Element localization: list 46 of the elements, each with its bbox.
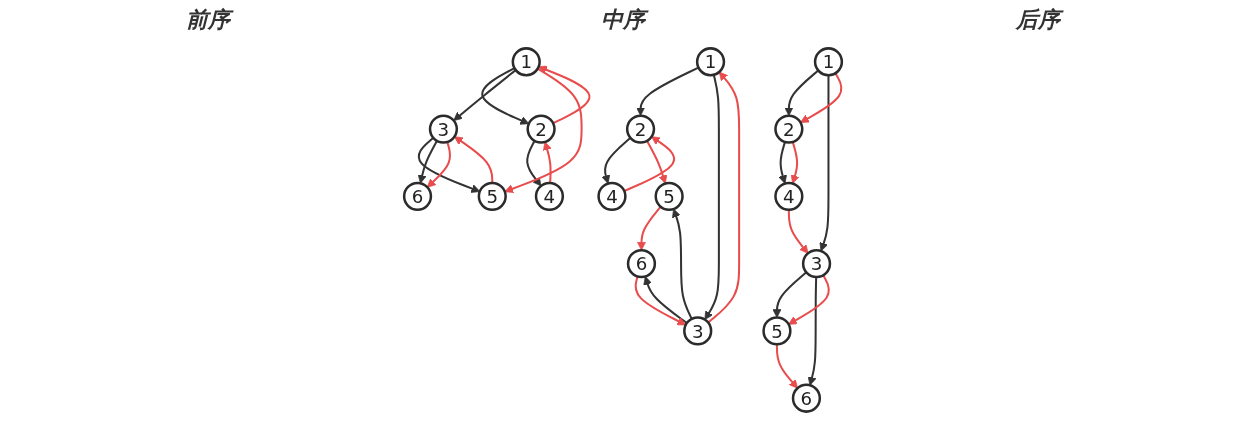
arrow	[601, 137, 632, 184]
node-circle: 6	[791, 383, 822, 413]
node-circle: 5	[654, 181, 684, 211]
arrow	[481, 67, 530, 125]
arrow	[543, 141, 552, 184]
arrow	[646, 140, 668, 184]
node-circle: 6	[626, 249, 657, 279]
arrow	[775, 344, 798, 389]
arrow	[672, 208, 693, 320]
node-circle: 5	[762, 316, 792, 346]
arrow	[538, 65, 591, 125]
arrow	[778, 141, 787, 184]
arrow	[637, 206, 662, 251]
node-circle: 5	[477, 181, 507, 211]
arrow	[454, 136, 494, 183]
arrow	[417, 137, 481, 193]
arrow	[504, 67, 583, 193]
node-circle: 4	[774, 181, 804, 211]
arrow	[453, 69, 517, 121]
arrow	[819, 75, 830, 252]
arrow	[707, 71, 741, 324]
node-circle: 3	[801, 249, 832, 279]
node-circle: 1	[511, 47, 541, 77]
node-circle: 3	[683, 316, 713, 346]
node-circle: 6	[402, 181, 433, 211]
node-circle: 3	[428, 114, 459, 144]
arrow	[800, 72, 843, 123]
arrow	[643, 276, 688, 324]
arrow	[807, 277, 818, 386]
arrow	[787, 209, 809, 254]
arrow	[417, 140, 438, 184]
node-circle: 2	[526, 114, 556, 144]
node-circle: 4	[597, 181, 627, 211]
arrow	[426, 141, 452, 188]
arrow	[790, 141, 800, 184]
node-circle: 1	[813, 47, 844, 77]
node-circle: 4	[534, 181, 565, 211]
arrow	[526, 140, 542, 187]
arrow	[634, 276, 687, 326]
arrow	[788, 274, 830, 325]
node-circle: 1	[695, 47, 726, 77]
node-circle: 2	[774, 114, 804, 144]
node-circle: 2	[625, 114, 656, 144]
arrow	[772, 271, 807, 318]
arrow	[704, 74, 720, 320]
arrow	[623, 136, 675, 192]
